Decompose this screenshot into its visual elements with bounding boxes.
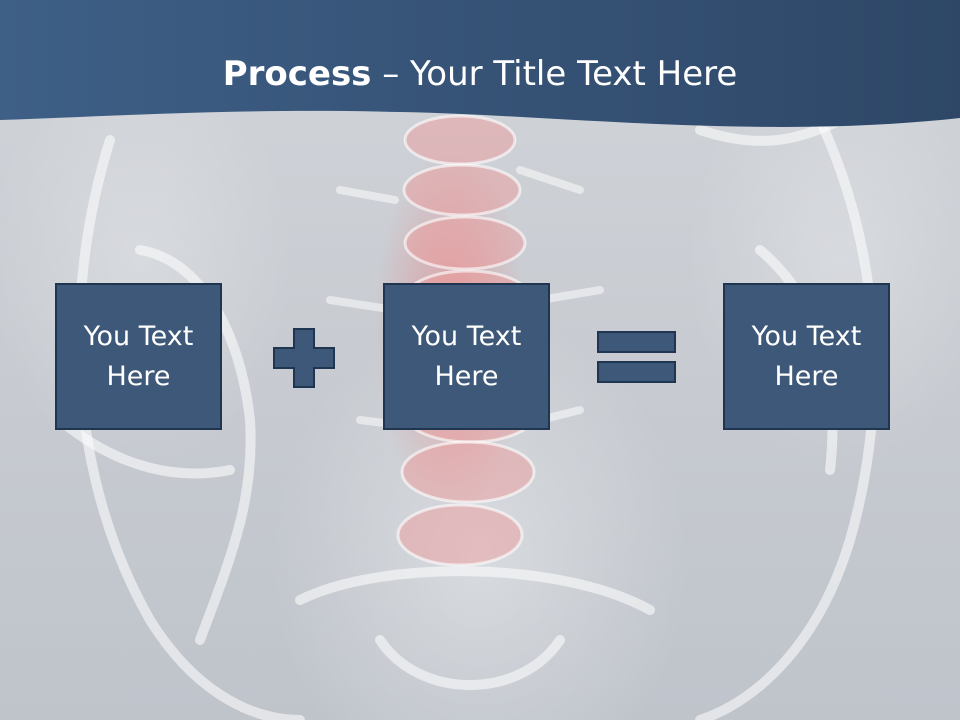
plus-icon [272,327,336,394]
title-bold: Process [222,54,372,94]
text-box-1[interactable]: You Text Here [55,283,222,430]
text-box-1-label: You Text Here [83,320,194,392]
equals-icon [597,331,677,390]
text-box-3[interactable]: You Text Here [723,283,890,430]
title-banner: Process – Your Title Text Here [0,0,960,140]
text-box-2[interactable]: You Text Here [383,283,550,430]
slide-title: Process – Your Title Text Here [0,50,960,98]
text-box-3-label: You Text Here [751,320,862,392]
title-rest: – Your Title Text Here [371,54,738,94]
text-box-2-label: You Text Here [411,320,522,392]
